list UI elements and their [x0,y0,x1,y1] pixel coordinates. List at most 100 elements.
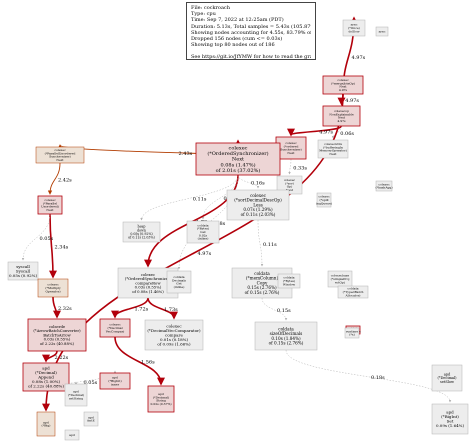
node-label-line: of 0.15s (2.76%) [269,340,304,345]
node-label-line: syscall [16,264,30,269]
node-box [226,189,290,221]
graph-node-n-dec-comp[interactable]: colexec(*DecimalVecComparator)compare0.0… [144,319,204,351]
graph-node-n-small-s[interactable]: apd(*Decimal)setSlow [431,364,463,392]
node-label-line: apd [69,433,75,437]
graph-node-n-left-a[interactable]: colexec(*ParallelUnorderedSynchronizer)N… [35,146,85,164]
node-label-line: (*DecimalVecComparator) [147,328,201,333]
graph-node-n-bigint[interactable]: apd(*BigInt)inner [99,372,131,390]
node-label-line: apd [88,415,94,419]
graph-node-n-r3b[interactable]: colexecutils(*bufferingInMemoryOperator)… [317,139,349,159]
node-box [166,270,192,294]
graph-edge [21,213,51,261]
graph-edge [111,297,149,319]
graph-node-n-left-b[interactable]: colexec(*ParallelUnordered)Next [37,195,63,215]
node-label-line: (*Multiply [45,286,61,290]
graph-node-n-conv[interactable]: colserde(*ArrowBatchConverter)BatchToArr… [27,318,87,352]
node-label-line: coldata [283,276,294,280]
node-label-line: coldata [254,271,270,276]
graph-node-n-small-r[interactable]: colexec(*hashAgg) [375,180,393,192]
node-label-line: apd [112,376,118,380]
graph-node-n-deccomp2[interactable]: colexec(*DecimalVecCompar) [99,318,131,338]
node-label-line: BatchToArrow [43,332,71,337]
node-label-line: Less [253,202,263,207]
node-label-line: colexec [109,323,121,327]
node-box [64,429,80,441]
node-label-line: (*Bytes) [283,279,295,283]
node-label-line: 0.03s (0.55%) [44,337,71,342]
node-label-line: compareRow [135,280,161,285]
graph-node-n-top[interactable]: sync(*Once)doSlow [342,19,366,37]
node-label-line: (*hashAgg) [375,186,392,190]
node-label-line: apd [42,365,50,370]
graph-edge [47,162,61,195]
node-label-line: Unordered) [41,205,59,209]
node-label-line: (*ParallelUnordered [45,151,76,155]
node-label-line: (inline) [198,237,209,241]
edge-label: 2.42s [58,178,72,184]
node-label-line: (*bufferingIn [323,145,343,149]
node-label-line: of 0.08s (1.46%) [132,289,164,294]
graph-node-n-setstr[interactable]: apd(*Decimal)setString [64,383,88,407]
graph-legend: File: cockroach Type: cpu Time: Sep 7, 2… [186,2,316,60]
edge-label: 4.97s [345,98,359,104]
graph-node-n-bot2[interactable]: apd [64,429,80,441]
node-label-line: 0.09s (1.64%) [436,423,464,428]
node-label-line: of 2.22s (40.88%) [28,383,64,388]
node-box [37,195,63,215]
graph-edge [201,174,239,220]
node-label-line: inner [111,382,120,386]
node-box [316,192,332,208]
graph-node-n-bot[interactable]: apd(*Big) [36,411,56,437]
node-box [254,321,318,351]
node-box [375,180,393,192]
node-label-line: (*memColumn) [246,276,279,281]
node-label-line: sync [379,30,386,34]
node-box [431,403,469,435]
edge-label: 2.34s [55,245,69,251]
node-box [375,26,389,37]
node-label-line: (*OrderedSynchronizer) [125,276,172,281]
node-box [7,261,39,281]
node-label-line: 0.07s (1.29%) [243,207,273,212]
graph-node-n-top2[interactable]: sync [375,26,389,37]
node-label-line: Append [37,374,54,379]
legend-time: Time: Sep 7, 2022 at 12:25am (PDT) [191,17,284,24]
node-label-line: (*Parallel [43,201,57,205]
node-label-line: (*mergeJoinOp) [331,81,355,85]
graph-node-n-far-r[interactable]: runtime(*x) [344,327,360,339]
node-box [322,75,364,95]
node-label-line: (*Bytes) [197,227,209,231]
node-box [36,411,56,437]
node-box [27,318,87,352]
graph-node-n-small-c[interactable]: coldata(*Bytes)Window [277,273,301,289]
node-label-line: 0.02s (0.37%) [150,402,171,406]
edge-label: 4.97s [198,251,212,257]
node-label-line: Next [56,158,64,162]
node-label-line: (*Big) [42,424,51,428]
node-label-line: (*spill [319,198,328,202]
node-label-line: (*ordered [284,144,299,148]
edge-label: 0.15s [277,308,291,314]
node-label-line: apd [73,390,79,394]
node-label-line: Next [287,151,295,155]
